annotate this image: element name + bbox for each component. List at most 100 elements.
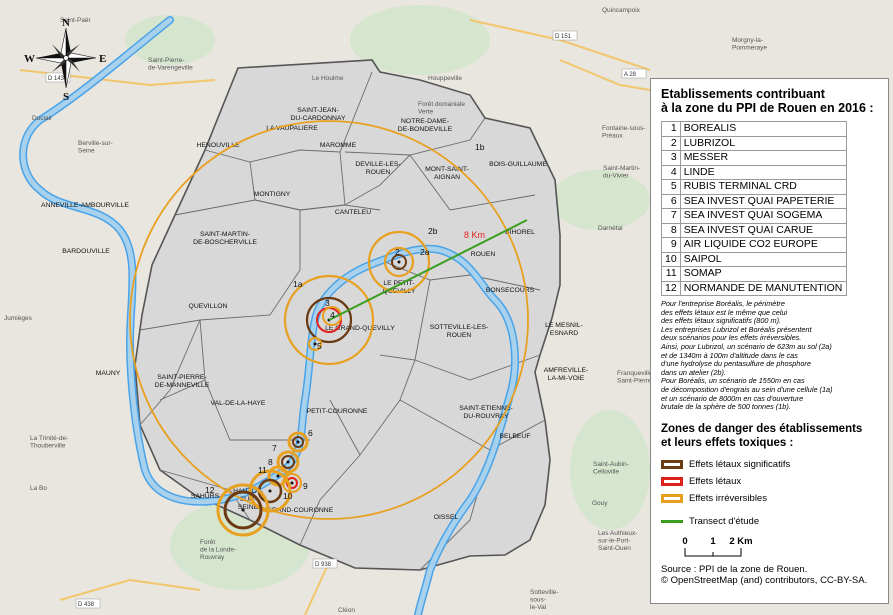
road [559, 59, 651, 91]
site-label-1b: 1b [475, 142, 485, 152]
scale-bar-graphic: 0 1 2 Km [682, 536, 753, 557]
swatch-orange-icon [661, 493, 683, 503]
commune-label: OISSEL [434, 514, 459, 521]
establishment-name: LUBRIZOL [679, 135, 848, 151]
establishment-name: NORMANDE DE MANUTENTION [679, 280, 848, 296]
commune-label: VAL-DE-LA-HAYE [211, 400, 266, 407]
site-label-8: 8 [268, 457, 273, 467]
establishment-number: 4 [661, 164, 681, 180]
road [59, 578, 201, 601]
background-place-label: Cléon [338, 607, 355, 614]
background-place-label: Gouy [592, 500, 608, 507]
commune-label: SAINT-PIERRE-DE-MANNEVILLE [155, 374, 210, 389]
site-label-2a: 2a [420, 247, 430, 257]
forest-patch [570, 410, 650, 530]
background-place-label: Darnétal [598, 225, 623, 232]
site-label-7: 7 [272, 443, 277, 453]
establishment-name: AIR LIQUIDE CO2 EUROPE [679, 237, 848, 253]
background-place-label: Duclair [32, 115, 53, 122]
site-label-1a: 1a [293, 279, 303, 289]
background-place-label: Fontaine-sous-Préaux [602, 125, 645, 139]
legend-note: Pour l'entreprise Boréalis, le périmètre… [661, 299, 833, 412]
background-place-label: Morgny-la-Pommeraye [732, 37, 767, 51]
key-lethal-significant: Effets létaux significatifs [661, 456, 878, 473]
danger-ring [281, 455, 295, 469]
background-place-label: Jumièges [4, 315, 33, 322]
danger-rings [129, 120, 529, 537]
commune-label: GRAND-COURONNE [267, 507, 334, 514]
site-label-5: 5 [317, 341, 322, 351]
establishment-number: 3 [661, 150, 681, 166]
scale-1: 1 [710, 536, 716, 547]
seine-river [20, 17, 518, 615]
danger-ring [248, 469, 292, 513]
road-shield: A 28 [621, 68, 647, 79]
establishment-name: LINDE [679, 164, 848, 180]
commune-label: SAINT-JEAN-DU-CARDONNAY [290, 107, 345, 122]
key-irreversible: Effets irréversibles [661, 490, 878, 507]
commune-label: HENOUVILLE [196, 142, 240, 149]
establishment-number: 10 [661, 251, 681, 267]
danger-ring [287, 431, 309, 453]
commune-border [139, 319, 201, 426]
commune-border [414, 279, 541, 381]
swatch-brown-icon [661, 459, 683, 469]
establishment-name: SAIPOL [679, 251, 848, 267]
road-shield: D 938 [312, 558, 338, 569]
establishment-number: 2 [661, 135, 681, 151]
forest-areas [125, 5, 650, 590]
danger-ring [367, 230, 431, 294]
establishment-name: RUBIS TERMINAL CRD [679, 179, 848, 195]
commune-border [379, 154, 536, 211]
commune-label: MAUNY [96, 370, 121, 377]
commune-label: PETIT-COURONNE [307, 408, 368, 415]
site-point [397, 260, 401, 264]
background-place-label: Franqueville-Saint-Pierre [617, 370, 655, 384]
zones-title: Zones de danger des établissements et le… [661, 422, 863, 449]
site-point [286, 460, 290, 464]
background-place-label: Saint-Martin-du-Vivier [603, 165, 640, 179]
commune-label: ANNEVILLE-AMBOURVILLE [41, 202, 129, 209]
background-place-label: Sotteville-sous-le-Val [530, 589, 559, 611]
commune-label: BARDOUVILLE [62, 248, 110, 255]
svg-text:D 938: D 938 [315, 562, 332, 568]
danger-ring [308, 337, 322, 351]
commune-label: LE MESNIL-ESNARD [545, 322, 583, 337]
site-point [241, 508, 245, 512]
site-point [290, 481, 294, 485]
commune-label: DEVILLE-LES-ROUEN [355, 161, 400, 176]
forest-patch [350, 5, 490, 75]
commune-border [204, 71, 373, 163]
key-lethal: Effets létaux [661, 473, 878, 490]
danger-ring [276, 450, 300, 474]
establishment-number: 11 [661, 266, 681, 282]
site-label-6: 6 [308, 428, 313, 438]
establishment-name: MESSER [679, 150, 848, 166]
background-place-label: Quincampoix [602, 7, 641, 14]
scale-bar: 0 1 2 Km [681, 534, 878, 560]
scale-2: 2 Km [729, 536, 752, 547]
site-label-9: 9 [303, 481, 308, 491]
commune-label: MONTIGNY [254, 191, 291, 198]
ppi-zone [134, 59, 561, 571]
background-place-label: La Bo [30, 485, 47, 492]
danger-ring [129, 120, 529, 520]
commune-label: BIHOREL [505, 229, 535, 236]
site-label-2: 2 [395, 247, 400, 257]
background-place-label: La Trinité-de-Thouberville [30, 435, 68, 449]
commune-label: QUEVILLON [189, 303, 228, 310]
transect-distance-label: 8 Km [464, 230, 485, 240]
background-place-labels: Saint-PaërSaint-Pierre-de-VarengevilleLe… [4, 7, 767, 614]
commune-label: SAHURS [191, 493, 220, 500]
establishment-number: 5 [661, 179, 681, 195]
danger-ring [322, 306, 342, 326]
establishment-number: 7 [661, 208, 681, 224]
commune-label: MAROMME [320, 142, 357, 149]
transect-line [328, 219, 528, 321]
